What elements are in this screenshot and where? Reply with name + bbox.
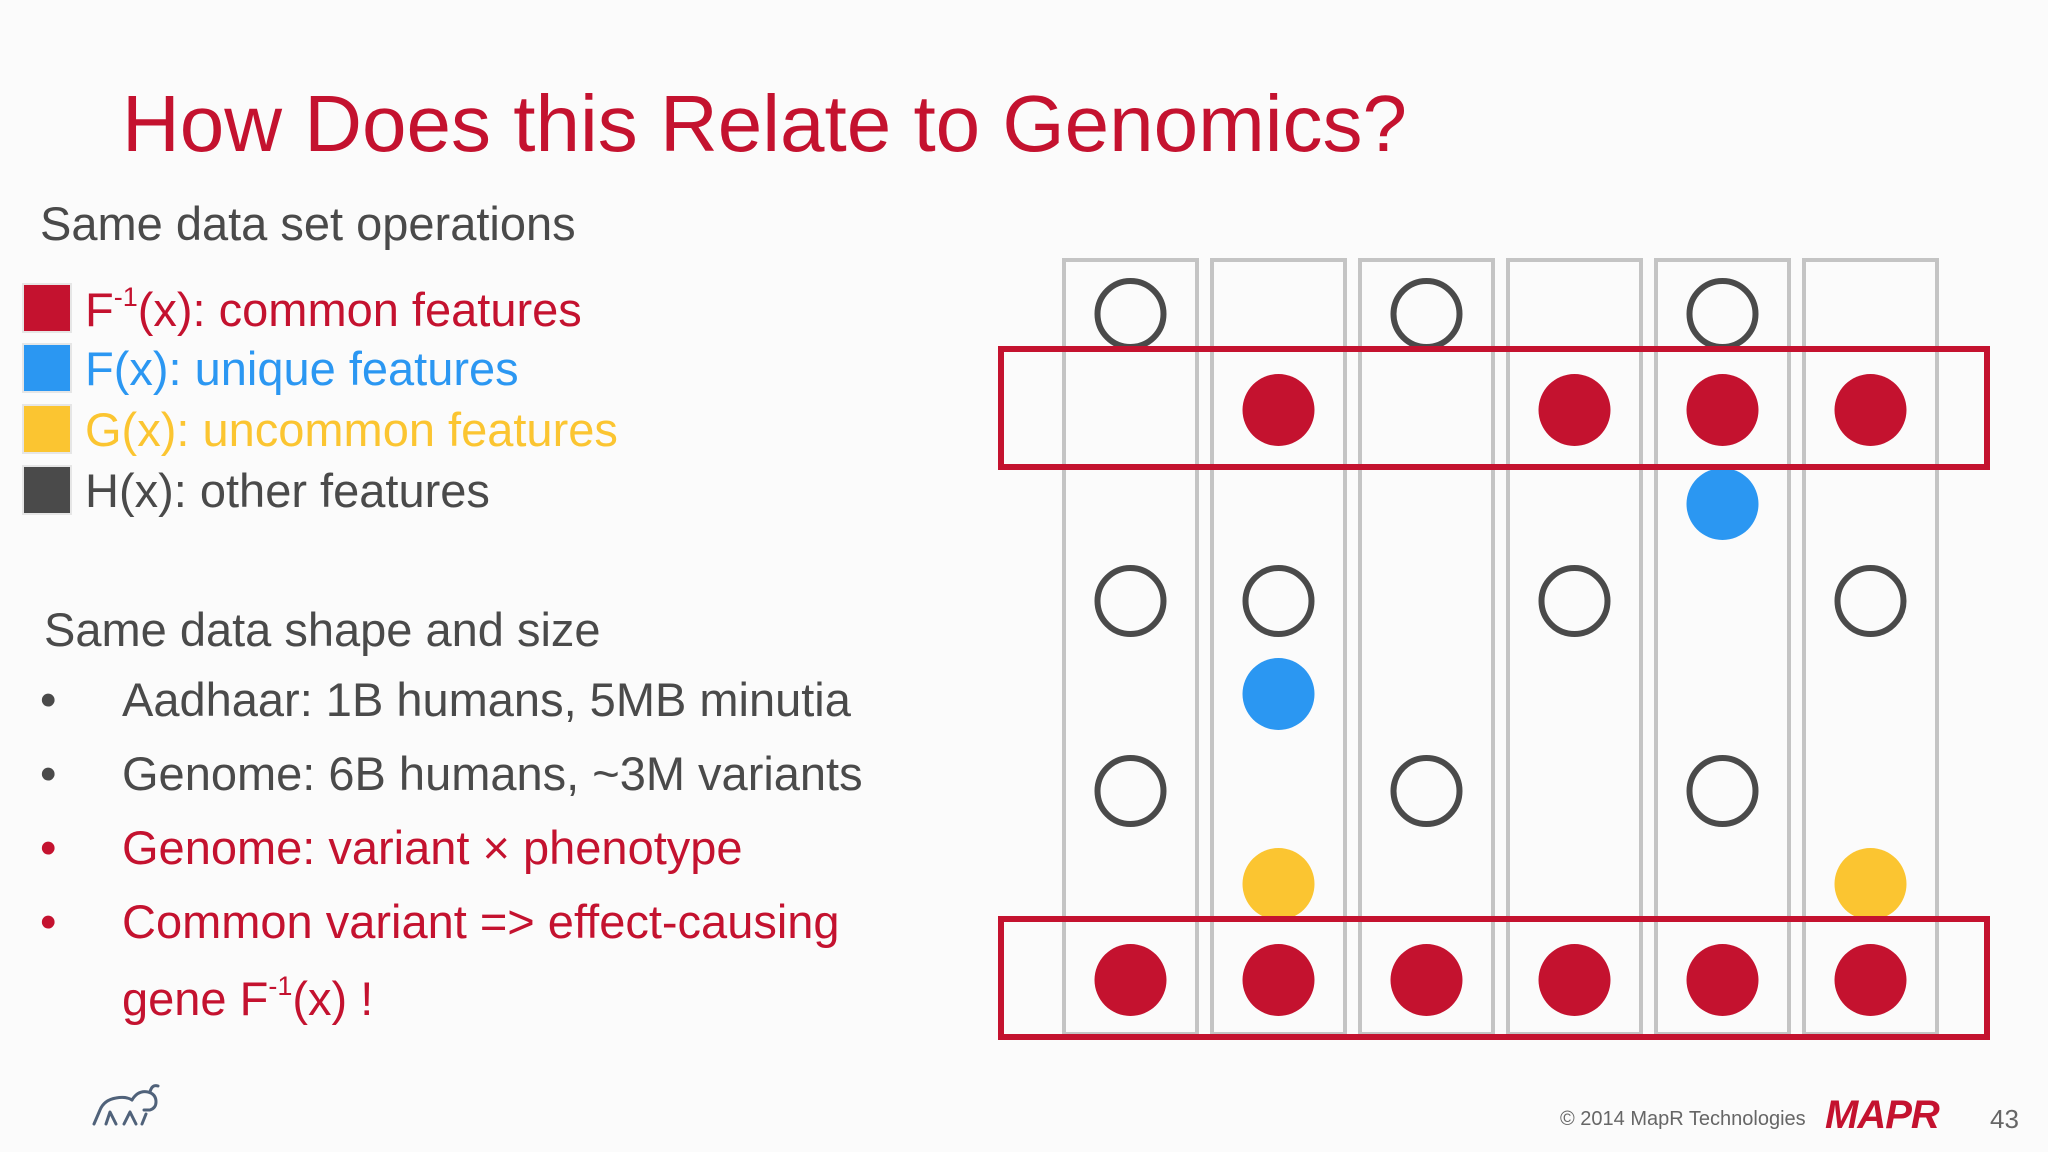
feature-dot-other: [1538, 565, 1611, 637]
feature-dot-common: [1242, 944, 1315, 1016]
feature-dot-other: [1686, 755, 1759, 827]
feature-dot-common: [1242, 374, 1315, 446]
feature-dot-common: [1686, 944, 1759, 1016]
bullet-dot: •: [40, 895, 57, 948]
bullet-text: Aadhaar: 1B humans, 5MB minutia: [122, 673, 851, 726]
bullet-dot: •: [40, 821, 57, 874]
legend-label: H(x): other features: [85, 463, 490, 517]
feature-dot-other: [1242, 565, 1315, 637]
feature-dot-other: [1094, 565, 1167, 637]
feature-dot-common: [1834, 944, 1907, 1016]
legend-item: F-1(x): common features: [22, 282, 582, 334]
common-row-highlight: [998, 346, 1990, 470]
legend-swatch: [22, 404, 72, 454]
legend-swatch: [22, 343, 72, 393]
copyright-text: © 2014 MapR Technologies: [1560, 1108, 1806, 1130]
feature-dot-common: [1834, 374, 1907, 446]
bullet-item: • Genome: variant × phenotype: [40, 816, 940, 880]
feature-dot-common: [1538, 374, 1611, 446]
feature-dot-other: [1094, 755, 1167, 827]
mapr-logo: MAPR: [1825, 1094, 1941, 1134]
legend-swatch: [22, 465, 72, 515]
bullet-text: Genome: 6B humans, ~3M variants: [122, 747, 863, 800]
legend-label: F(x): unique features: [85, 341, 519, 395]
page-number: 43: [1990, 1104, 2019, 1134]
bullet-list: • Aadhaar: 1B humans, 5MB minutia • Genome:…: [40, 668, 940, 1041]
mapr-logo-text: MAPR: [1825, 1094, 1940, 1134]
legend-item: G(x): uncommon features: [22, 403, 618, 455]
feature-dot-common: [1094, 944, 1167, 1016]
bullet-item: • Aadhaar: 1B humans, 5MB minutia: [40, 668, 940, 732]
section-heading-operations: Same data set operations: [40, 197, 576, 250]
feature-dot-uncommon: [1834, 848, 1907, 920]
common-row-highlight: [998, 916, 1990, 1040]
bullet-dot: •: [40, 747, 57, 800]
bullet-text: Genome: variant × phenotype: [122, 821, 743, 874]
legend-swatch: [22, 283, 72, 333]
feature-dot-common: [1390, 944, 1463, 1016]
feature-dot-other: [1390, 755, 1463, 827]
feature-dot-common: [1538, 944, 1611, 1016]
bullet-item: • Genome: 6B humans, ~3M variants: [40, 742, 940, 806]
feature-dot-other: [1094, 278, 1167, 350]
feature-dot-other: [1834, 565, 1907, 637]
feature-dot-unique: [1686, 468, 1759, 540]
section-heading-shape: Same data shape and size: [44, 603, 601, 656]
feature-dot-common: [1686, 374, 1759, 446]
legend-item: F(x): unique features: [22, 342, 519, 394]
feature-dot-uncommon: [1242, 848, 1315, 920]
legend-label: F-1(x): common features: [85, 281, 582, 336]
elephant-logo-icon: [92, 1084, 160, 1126]
feature-dot-unique: [1242, 658, 1315, 730]
feature-dot-other: [1390, 278, 1463, 350]
feature-dot-other: [1686, 278, 1759, 350]
bullet-dot: •: [40, 673, 57, 726]
legend-label: G(x): uncommon features: [85, 402, 618, 456]
slide-title: How Does this Relate to Genomics?: [122, 79, 1407, 168]
legend-item: H(x): other features: [22, 464, 490, 516]
